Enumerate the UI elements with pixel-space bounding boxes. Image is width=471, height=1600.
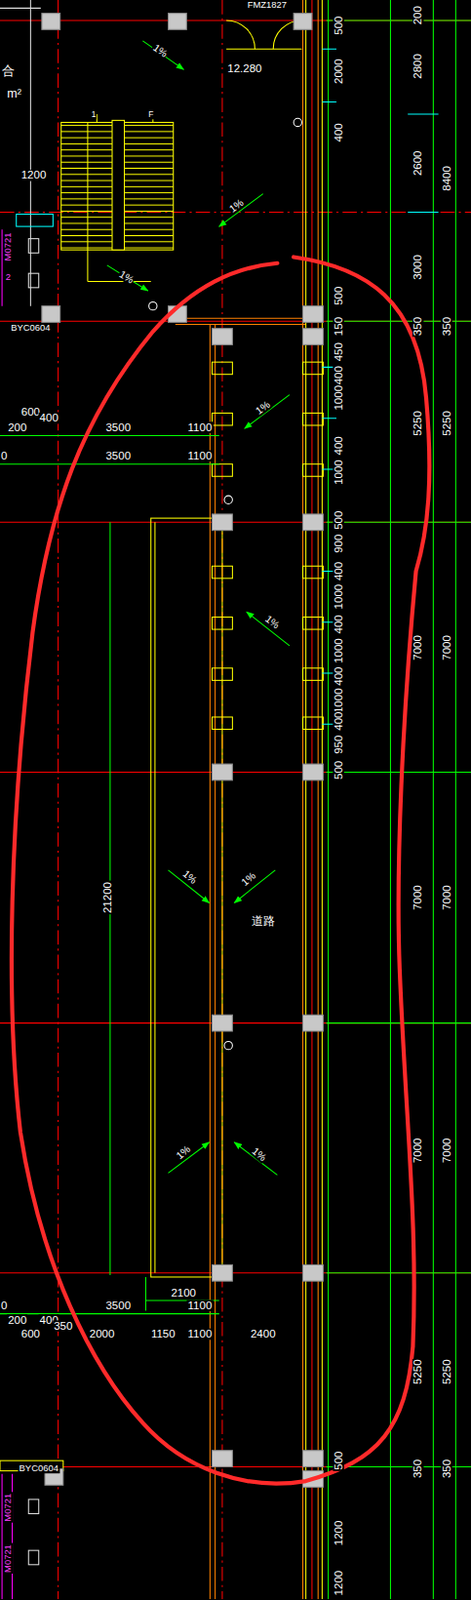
dimension-text: 0 <box>0 1298 8 1311</box>
dimension-text: 500 <box>332 14 345 36</box>
slope: 1% <box>249 1144 270 1164</box>
dimension-text: 500 <box>332 759 345 781</box>
dimension-text: 400 <box>332 364 345 386</box>
dimension-text: 7000 <box>440 633 453 662</box>
slope: 1% <box>173 1142 194 1162</box>
dimension-text: 1100 <box>187 450 214 463</box>
dimension-text: 0 <box>0 450 8 463</box>
dimension-text: 400 <box>332 560 345 582</box>
dimension-text: 350 <box>412 1457 425 1479</box>
dimension-text: 400 <box>332 710 345 732</box>
dimension-text: 1200 <box>332 1519 345 1547</box>
dimension-text: 3500 <box>104 421 132 433</box>
dimension-text: 500 <box>332 510 345 531</box>
dimension-text: 3500 <box>104 1298 132 1311</box>
dimension-text: 200 <box>412 4 425 26</box>
stair-mark: 1 <box>90 111 98 119</box>
dimension-text: 2000 <box>88 1328 117 1340</box>
dimension-text: 350 <box>440 315 453 337</box>
dimension-text: 1000 <box>332 583 345 611</box>
dimension-text: 7000 <box>440 883 453 911</box>
dimension-text: 350 <box>412 315 425 337</box>
dimension-text: 500 <box>332 1450 345 1471</box>
dimension-text: 400 <box>332 434 345 456</box>
slope: 1% <box>262 612 282 631</box>
dimension-text: 5250 <box>412 409 425 437</box>
dimension-text: 7000 <box>412 633 425 662</box>
dimension-text: 1200 <box>332 1569 345 1597</box>
dimension-text: 5250 <box>412 1357 425 1385</box>
window-tag: BYC0604 <box>18 1463 60 1473</box>
dimension-text: 450 <box>332 341 345 362</box>
road-label: 道路 <box>250 914 275 927</box>
dimension-text: 1000 <box>332 636 345 665</box>
dimension-text: 5250 <box>440 1357 453 1385</box>
dimension-text: 600 <box>20 1328 41 1340</box>
dimension-text: 1100 <box>187 1328 214 1340</box>
door-tag: 2 <box>4 273 12 282</box>
dimension-text: 1100 <box>187 1298 214 1311</box>
slope: 1% <box>180 867 200 887</box>
door-tag: FMZ1827 <box>246 0 288 10</box>
slope: 1% <box>253 398 274 418</box>
dimension-text: 2600 <box>412 149 425 177</box>
dimension-text: 7000 <box>412 1136 425 1164</box>
dimension-text: 350 <box>440 1457 453 1479</box>
slope: 1% <box>117 268 137 286</box>
dimension-text: 900 <box>332 533 345 554</box>
elevation: 12.280 <box>226 62 263 75</box>
dimension-text: 5250 <box>440 409 453 437</box>
dimension-text: 1150 <box>150 1328 177 1340</box>
dimension-text: 400 <box>332 121 345 143</box>
window-tag: BYC0604 <box>9 323 51 333</box>
dimension-text: 150 <box>332 315 345 337</box>
dimension-text: 2400 <box>249 1328 277 1340</box>
dimension-text: 7000 <box>412 883 425 911</box>
dimension-text: 950 <box>332 734 345 755</box>
dimension-text: 21200 <box>102 880 115 914</box>
dimension-text: 8400 <box>440 164 453 193</box>
dimension-text: 200 <box>6 421 28 433</box>
dimension-text: 200 <box>6 1313 28 1326</box>
dimension-text: 2100 <box>169 1287 197 1299</box>
dimension-text: 2800 <box>412 52 425 80</box>
dimension-text: 400 <box>39 412 60 425</box>
dimension-text: 7000 <box>440 1136 453 1164</box>
dimension-text: 2000 <box>332 57 345 85</box>
door-tag: M0721 <box>3 1542 13 1573</box>
door-tag: M0721 <box>3 232 13 263</box>
dimension-text: 3000 <box>412 253 425 281</box>
dimension-text: 1100 <box>187 421 214 433</box>
door-tag: M0721 <box>3 1491 13 1523</box>
room-text: m² <box>5 87 23 101</box>
dimension-text: 1000 <box>332 384 345 412</box>
dimension-text: 3500 <box>104 450 132 463</box>
dimension-text: 400 <box>332 666 345 687</box>
dimension-text: 350 <box>52 1319 74 1332</box>
stair-mark: F <box>147 111 155 119</box>
dimension-text: 1200 <box>20 169 48 182</box>
dimension-text: 1000 <box>332 458 345 486</box>
dimension-text: 500 <box>332 285 345 307</box>
dimension-text: 400 <box>332 613 345 634</box>
room-text: 合 <box>0 65 16 79</box>
